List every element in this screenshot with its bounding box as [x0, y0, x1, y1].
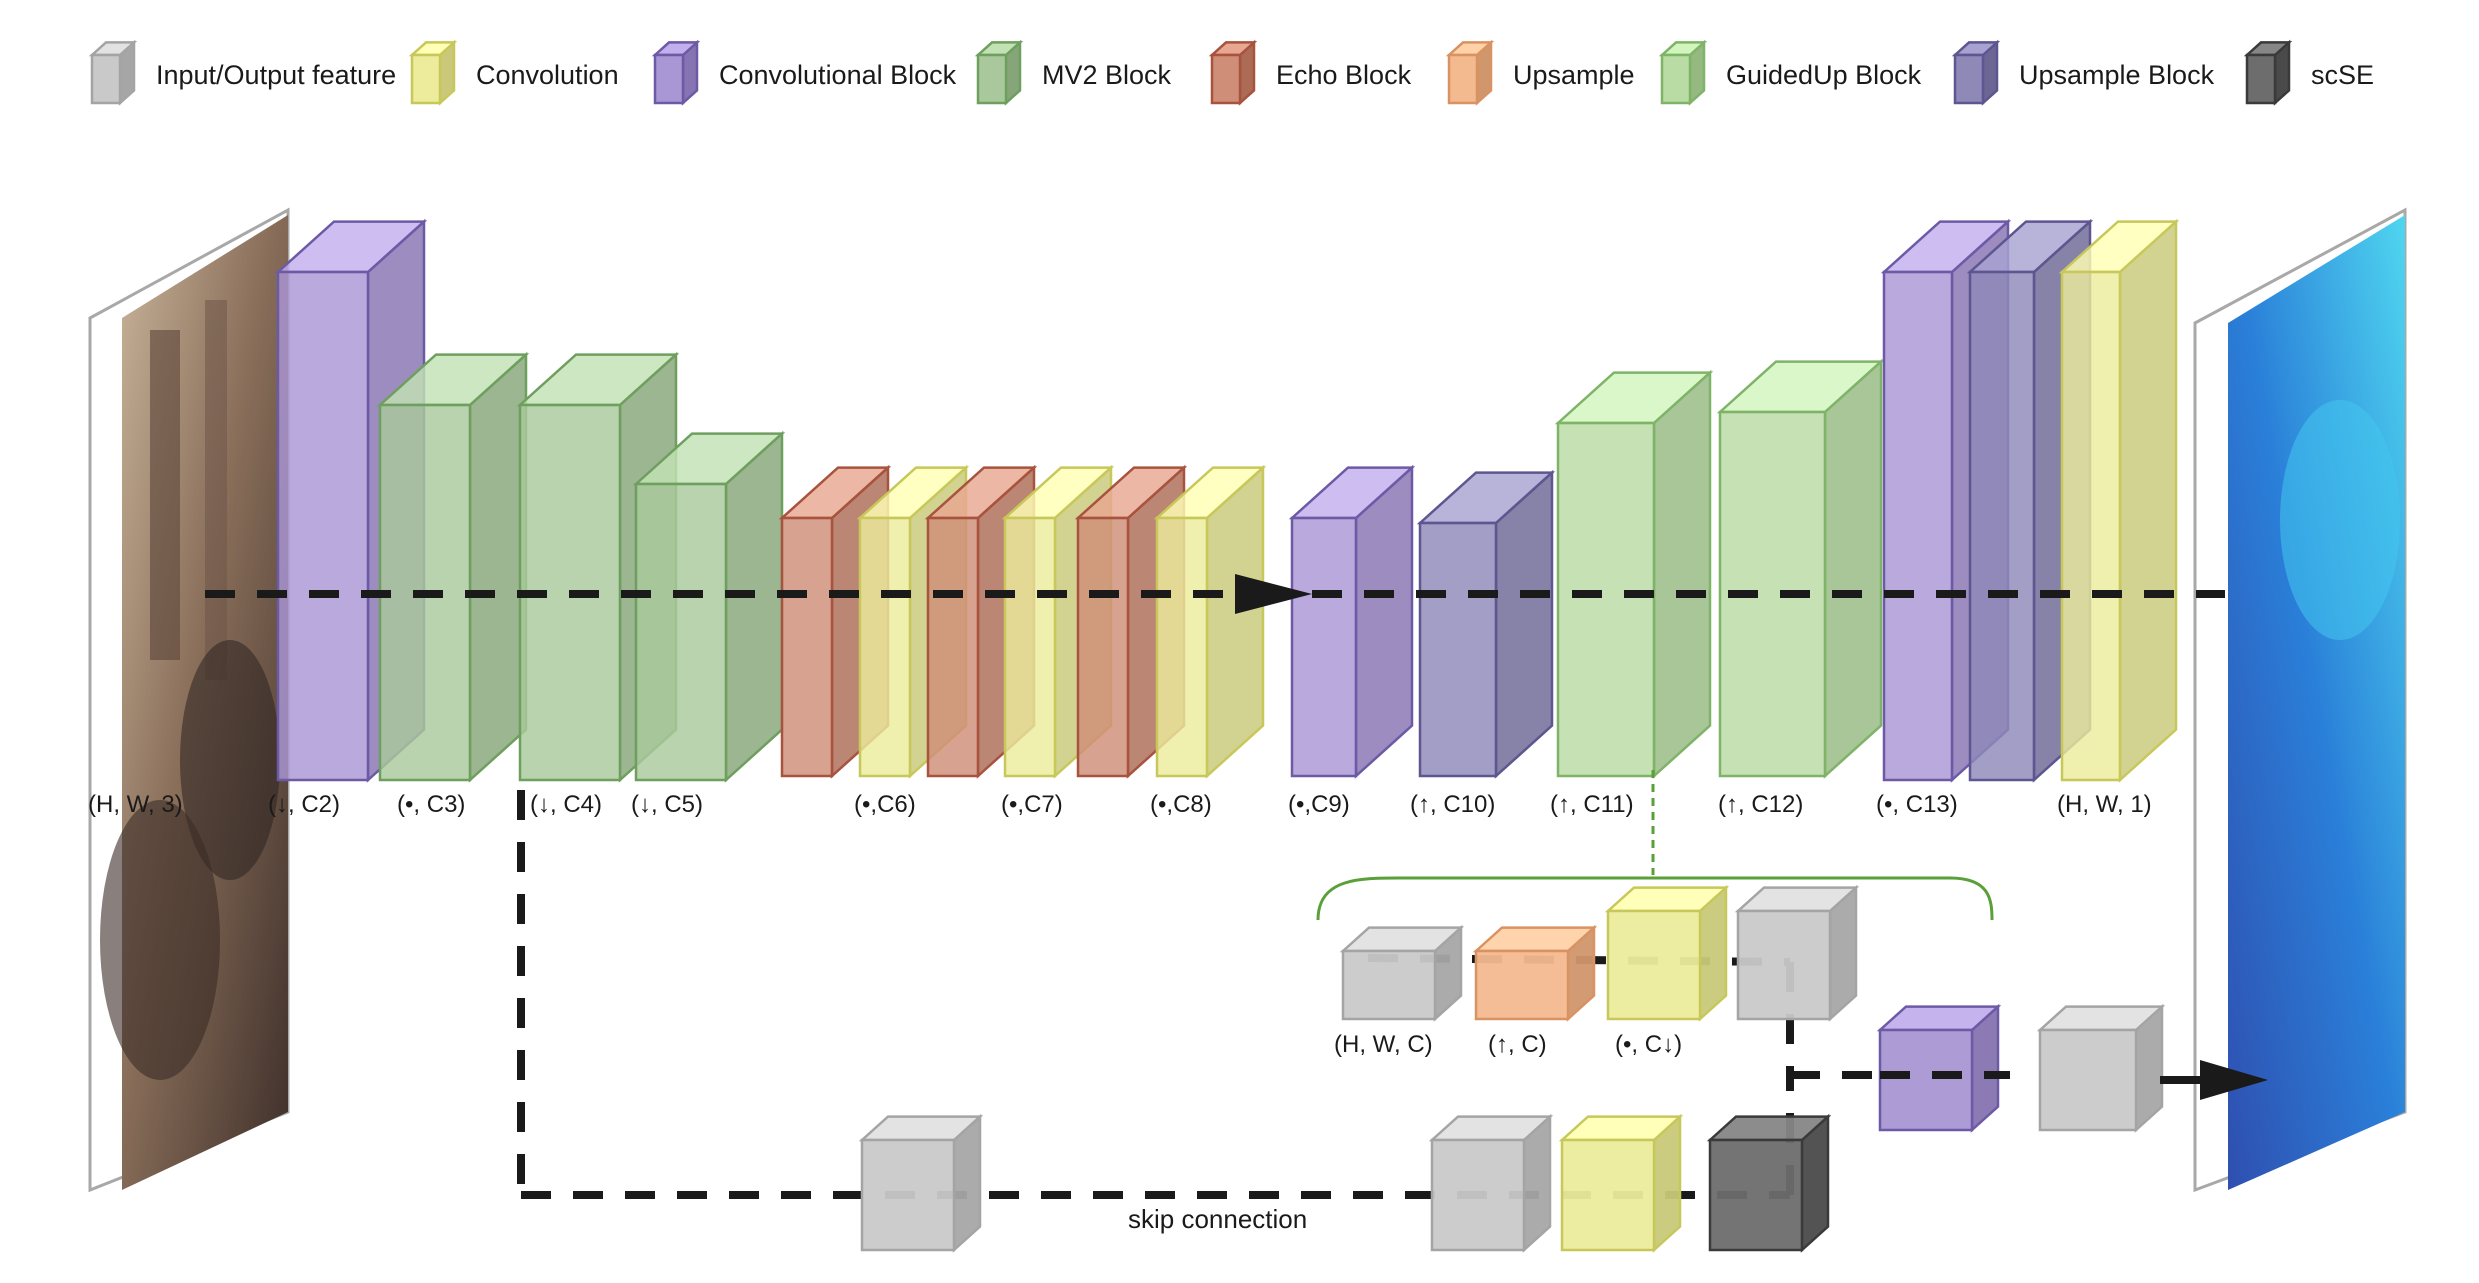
output-flow	[1880, 1060, 2268, 1100]
legend-label-conv: Convolution	[476, 60, 619, 90]
dimension-labels: (H, W, 3) (↓, C2) (•, C3) (↓, C4) (↓, C5…	[88, 791, 2152, 1234]
legend-label-io: Input/Output feature	[156, 60, 396, 90]
skip-scse-block	[1706, 1113, 1832, 1253]
detail-label-input: (H, W, C)	[1334, 1031, 1433, 1058]
block-c5-mv2	[632, 430, 786, 783]
stage-label-c3: (•, C3)	[397, 791, 465, 818]
stage-label-c12: (↑, C12)	[1718, 791, 1803, 818]
stage-label-c2: (↓, C2)	[268, 791, 340, 818]
legend-label-upblock: Upsample Block	[2019, 60, 2215, 90]
legend-swatch-mv2	[974, 39, 1024, 106]
detail-output-feature	[2036, 1003, 2166, 1133]
stage-label-c4: (↓, C4)	[530, 791, 602, 818]
output-label: (H, W, 1)	[2057, 791, 2152, 818]
block-c8-conv	[1153, 464, 1267, 779]
legend-swatch-conv	[408, 39, 458, 106]
input-label: (H, W, 3)	[88, 791, 183, 818]
legend-swatch-upblock	[1951, 39, 2001, 106]
detail-convolutional-block	[1876, 1003, 2002, 1133]
detail-io-top	[1734, 884, 1860, 1022]
skip-io-block-2	[1428, 1113, 1554, 1253]
block-c11-guidedup	[1554, 369, 1714, 779]
legend-swatch-upsample	[1445, 39, 1495, 106]
legend-swatch-io	[88, 39, 138, 106]
stage-label-c11: (↑, C11)	[1550, 791, 1634, 818]
legend-swatch-echo	[1208, 39, 1258, 106]
legend-label-mv2: MV2 Block	[1042, 60, 1172, 90]
main-blocks	[274, 218, 2180, 783]
legend-swatch-convblock	[651, 39, 701, 106]
skip-conv-block	[1558, 1113, 1684, 1253]
skip-connection-label: skip connection	[1128, 1204, 1307, 1234]
legend-label-echo: Echo Block	[1276, 60, 1412, 90]
stage-label-c6: (•,C6)	[854, 791, 916, 818]
input-image	[88, 207, 290, 1193]
stage-label-c10: (↑, C10)	[1410, 791, 1495, 818]
legend-swatch-guidedup	[1658, 39, 1708, 106]
block-c3-mv2	[376, 351, 530, 783]
legend-label-convblock: Convolutional Block	[719, 60, 957, 90]
block-output-conv	[2058, 218, 2180, 783]
legend-label-scse: scSE	[2311, 60, 2374, 90]
legend-label-guidedup: GuidedUp Block	[1726, 60, 1922, 90]
block-c10-upsample	[1416, 469, 1556, 779]
skip-io-block	[858, 1113, 984, 1253]
detail-label-conv: (•, C↓)	[1615, 1031, 1682, 1058]
legend-swatch-scse	[2243, 39, 2293, 106]
legend-label-upsample: Upsample	[1513, 60, 1635, 90]
output-depth-map	[2193, 207, 2407, 1193]
stage-label-c13: (•, C13)	[1876, 791, 1958, 818]
detail-upsample	[1472, 924, 1598, 1022]
detail-convolution	[1604, 884, 1730, 1022]
stage-label-c5: (↓, C5)	[631, 791, 703, 818]
detail-label-upsample: (↑, C)	[1488, 1031, 1547, 1058]
stage-label-c9: (•,C9)	[1288, 791, 1350, 818]
main-flow	[205, 574, 2225, 614]
detail-input-feature	[1339, 924, 1465, 1022]
guidedup-detail-bracket	[1316, 770, 1994, 921]
block-c12-guidedup	[1716, 358, 1885, 779]
stage-label-c8: (•,C8)	[1150, 791, 1212, 818]
legend: Input/Output feature Convolution Convoluti…	[88, 39, 2374, 106]
stage-label-c7: (•,C7)	[1001, 791, 1063, 818]
detail-blocks	[858, 884, 2166, 1253]
block-c9-convolutional	[1288, 464, 1416, 779]
